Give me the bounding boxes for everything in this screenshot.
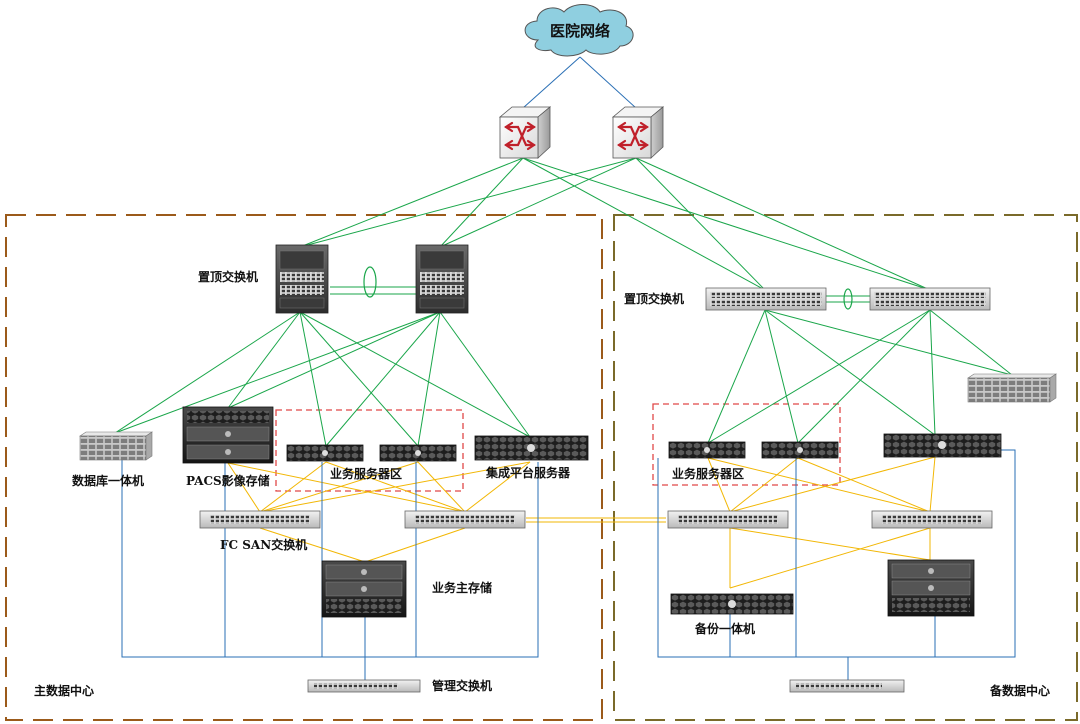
fc-san-switch-b: [404, 510, 526, 529]
backup-app-server-2: [761, 441, 839, 459]
backup-fc-san-switch-a: [667, 510, 789, 529]
backup-storage-appliance: [967, 373, 1057, 403]
pacs-image-storage: [182, 406, 274, 464]
integration-platform-server: [474, 435, 589, 461]
management-links: [121, 449, 1016, 680]
main-app-server-2: [379, 444, 457, 462]
core-router-left: [498, 106, 552, 159]
backup-tor-switch-label: 置顶交换机: [624, 291, 684, 306]
hospital-network-cloud: 医院网络: [524, 4, 634, 57]
wan-links: [522, 56, 637, 109]
main-app-server-zone-label: 业务服务器区: [330, 466, 402, 481]
fc-san-switch-label: FC SAN交换机: [220, 537, 307, 552]
backup-appliance-label: 备份一体机: [694, 621, 755, 636]
backup-tor-lacp-bundle: [843, 288, 853, 310]
main-app-server-zone-border: [275, 409, 464, 492]
backup-tor-switch-a: [705, 287, 827, 311]
main-tor-switch-b: [415, 244, 469, 314]
core-router-right: [611, 106, 665, 159]
management-switch-label: 管理交换机: [432, 678, 492, 693]
main-management-switch: [307, 679, 421, 693]
backup-management-switch: [789, 679, 905, 693]
backup-datacenter-border: [613, 214, 1078, 721]
backup-business-storage: [887, 559, 975, 617]
backup-integration-server: [883, 433, 1002, 458]
primary-business-storage: [321, 560, 407, 618]
database-appliance: [79, 431, 153, 461]
integration-server-label: 集成平台服务器: [485, 465, 571, 480]
database-appliance-label: 数据库一体机: [72, 473, 144, 488]
main-app-server-1: [286, 444, 364, 462]
main-tor-switch-a: [275, 244, 329, 314]
primary-storage-label: 业务主存储: [432, 580, 492, 595]
backup-app-server-1: [668, 441, 746, 459]
backup-fc-san-switch-b: [871, 510, 993, 529]
fc-san-switch-a: [199, 510, 321, 529]
main-tor-switch-label: 置顶交换机: [198, 269, 258, 284]
main-tor-lacp-bundle: [363, 266, 377, 298]
main-datacenter-border: [5, 214, 603, 721]
backup-datacenter-title: 备数据中心: [989, 683, 1050, 698]
fc-san-links: [227, 456, 936, 589]
main-datacenter-title: 主数据中心: [34, 683, 94, 698]
pacs-storage-label: PACS影像存储: [186, 473, 270, 488]
cloud-label: 医院网络: [550, 22, 610, 40]
backup-app-server-zone-border: [652, 403, 841, 486]
backup-all-in-one-appliance: [670, 593, 794, 615]
backup-app-server-zone-label: 业务服务器区: [672, 466, 744, 481]
backup-tor-switch-b: [869, 287, 991, 311]
